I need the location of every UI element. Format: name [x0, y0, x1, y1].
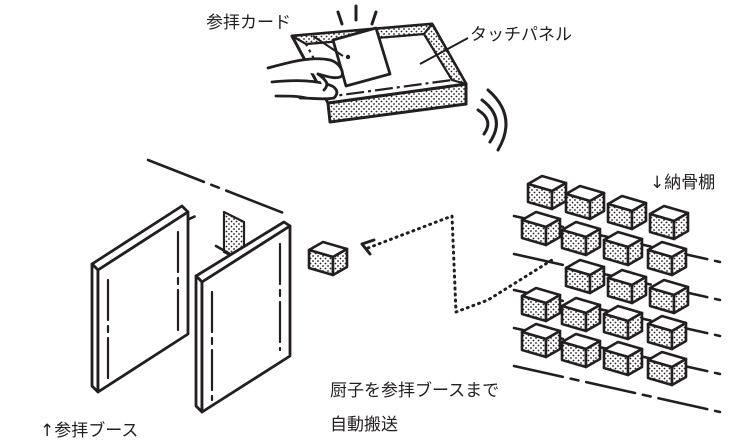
storage-shelf-label: ↓納骨棚: [650, 173, 716, 193]
attention-marks: [336, 4, 378, 26]
hand-icon: [266, 57, 344, 101]
transport-label-line1: 厨子を参拝ブースまで: [330, 381, 500, 401]
storage-shelf-icon: [512, 174, 722, 414]
booth-icon: [90, 158, 292, 414]
card-label: 参拝カード: [206, 13, 291, 33]
transport-arrow: [360, 213, 554, 315]
transport-label-line2: 自動搬送: [330, 415, 398, 435]
wireless-signal-icon: [476, 88, 508, 152]
touch-panel-label: タッチパネル: [470, 25, 572, 45]
card-icon: [312, 26, 392, 88]
booth-label: ↑参拝ブース: [40, 421, 139, 441]
urn-box-icon: [307, 240, 349, 277]
